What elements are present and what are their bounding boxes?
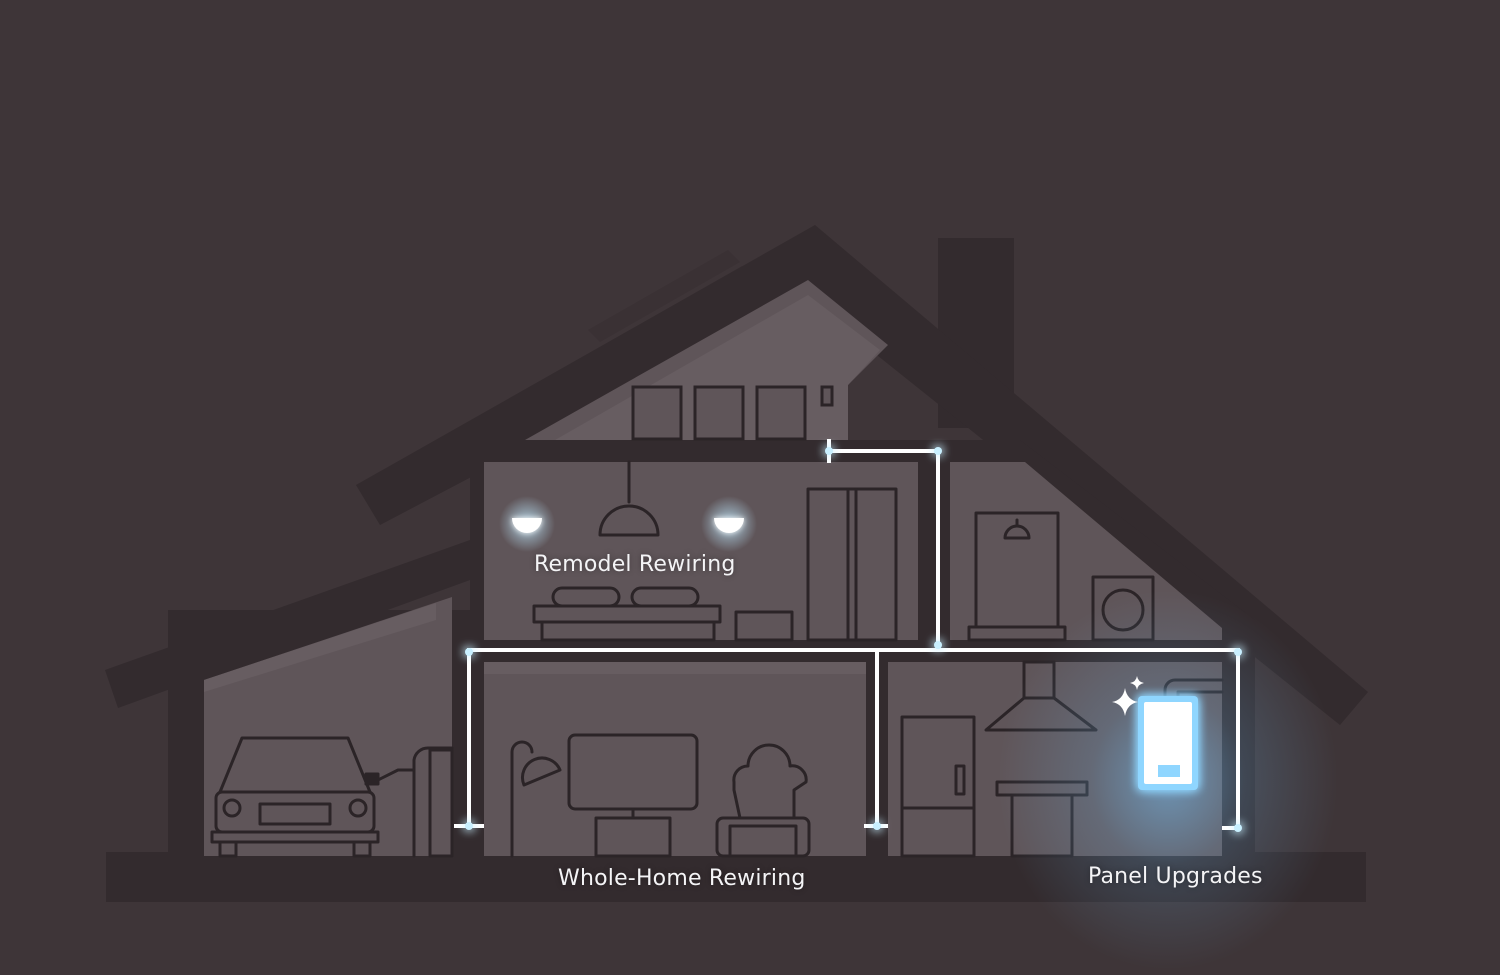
label-remodel-rewiring: Remodel Rewiring bbox=[534, 552, 736, 577]
label-panel-upgrades: Panel Upgrades bbox=[1088, 864, 1263, 889]
wire-nodes bbox=[465, 447, 1242, 832]
wire-main bbox=[467, 648, 1240, 830]
solar-panel bbox=[588, 250, 740, 342]
living-room-shade bbox=[484, 662, 866, 674]
garage-room-shade bbox=[204, 603, 436, 692]
attic-boxes bbox=[631, 385, 834, 441]
ceiling-lamp-icon bbox=[714, 518, 744, 533]
shower-lamp bbox=[1003, 524, 1031, 540]
nightstand bbox=[734, 610, 794, 642]
car bbox=[218, 736, 372, 794]
glowing-lamps bbox=[499, 496, 757, 552]
ceiling-lamp-icon bbox=[512, 518, 542, 533]
sparkle-icon bbox=[1112, 676, 1144, 716]
wardrobe bbox=[806, 487, 898, 642]
bed bbox=[532, 604, 722, 624]
label-whole-home-rewiring: Whole-Home Rewiring bbox=[558, 866, 806, 891]
armchair bbox=[732, 743, 808, 820]
ev-charger-cable bbox=[372, 768, 416, 858]
refrigerator bbox=[900, 715, 976, 858]
electrical-panel-icon bbox=[1138, 696, 1198, 790]
main-roof bbox=[356, 225, 1368, 725]
television bbox=[567, 733, 699, 811]
ceiling-lamp-icon bbox=[598, 504, 660, 537]
floor-lamp bbox=[510, 740, 534, 858]
